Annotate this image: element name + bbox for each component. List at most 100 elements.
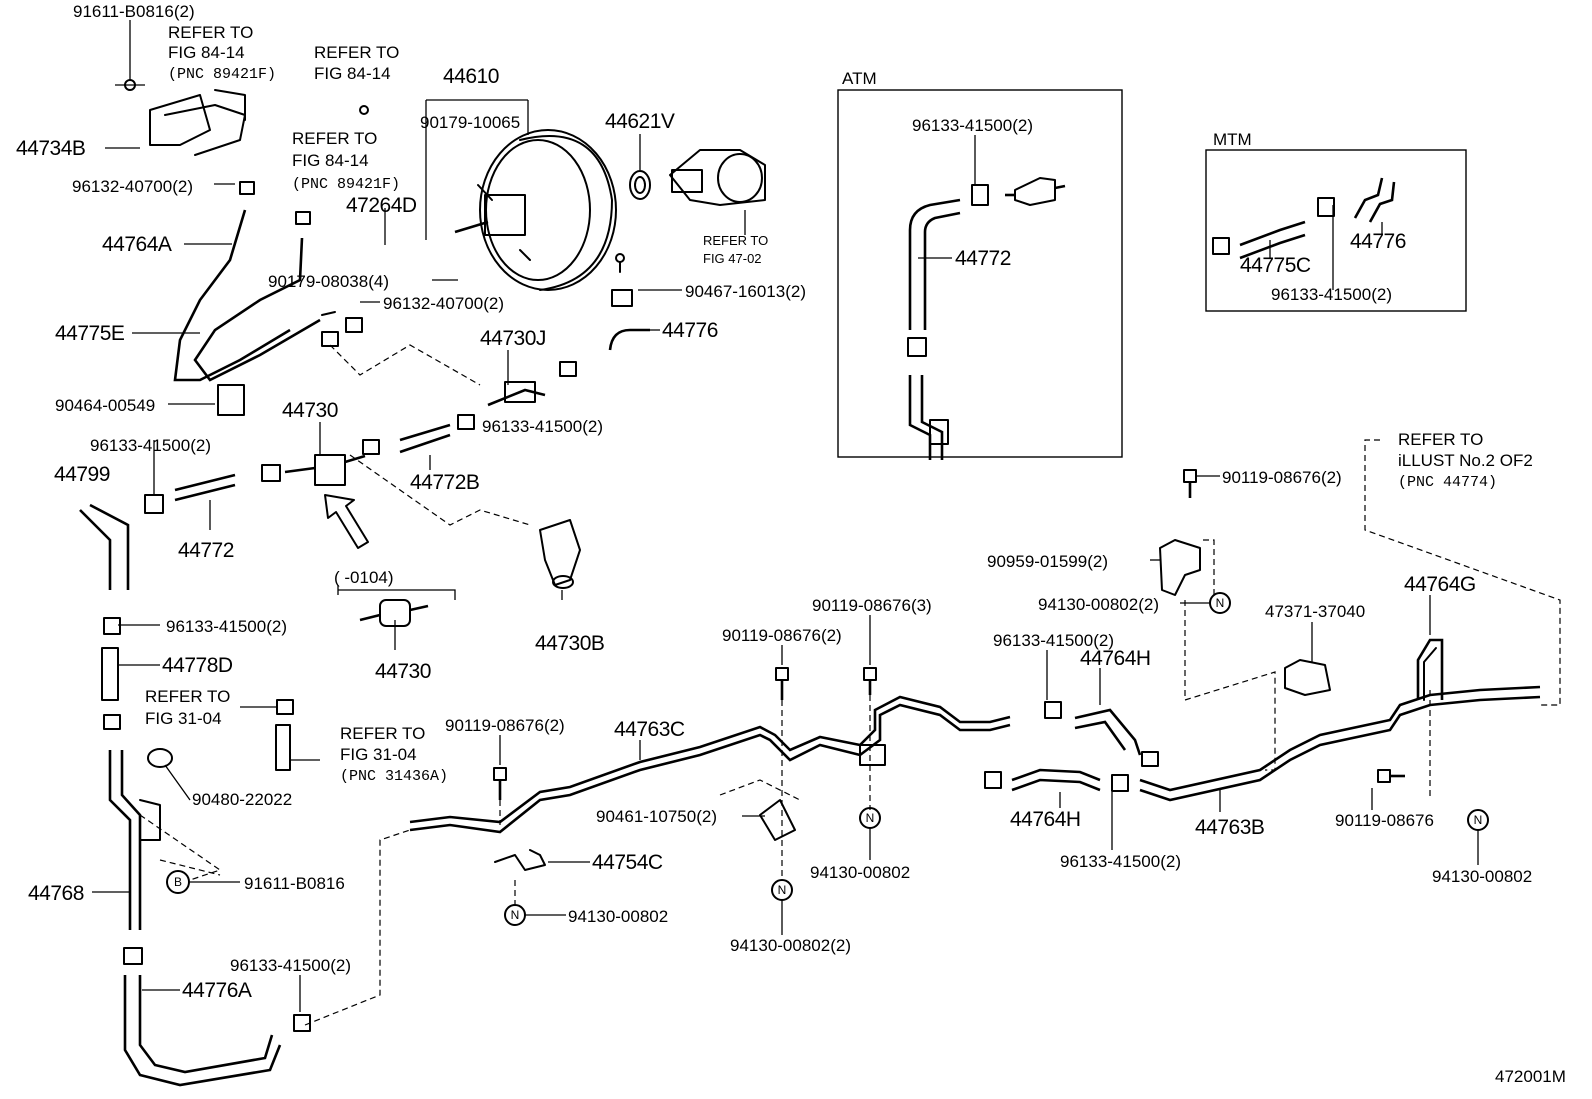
label-94130-00802-2-a: 94130-00802(2): [730, 936, 851, 955]
label-96133-41500-2-mtm: 96133-41500(2): [1271, 285, 1392, 304]
valve-44730: [314, 454, 346, 486]
valve-44730-early: [359, 599, 429, 627]
clamp-90461: [759, 799, 796, 841]
label-refer-84-14-c: REFER TO: [292, 129, 377, 148]
label-refer-31-04-b2: FIG 31-04: [340, 745, 417, 764]
brake-booster: [454, 129, 625, 291]
svg-text:N: N: [1474, 813, 1483, 827]
label-94130-00802-b: 94130-00802: [810, 863, 910, 882]
label-90179-08038-4: 90179-08038(4): [268, 272, 389, 291]
label-44772-a: 44772: [178, 539, 234, 562]
label-44764a: 44764A: [102, 233, 172, 256]
bolt-90119-d: [1183, 469, 1197, 498]
n-symbol-c: N: [859, 807, 881, 829]
label-90119-08676-2-a: 90119-08676(2): [445, 716, 565, 735]
label-90179-10065: 90179-10065: [420, 113, 520, 132]
valve-44730j: [487, 388, 546, 407]
label-94130-00802-a: 94130-00802: [568, 907, 668, 926]
label-refer-84-14-b2: FIG 84-14: [314, 64, 391, 83]
part-47371: [1284, 659, 1331, 696]
label-44776-mtm: 44776: [1350, 230, 1406, 253]
label-90464-00549: 90464-00549: [55, 396, 155, 415]
label-44610: 44610: [443, 65, 499, 88]
figure-id: 472001M: [1495, 1067, 1566, 1086]
hose-44764h-upper: [1074, 708, 1142, 756]
bolt-90119-a: [493, 767, 507, 800]
label-refer-illust: REFER TO: [1398, 430, 1483, 449]
label-90119-08676-2-c: 90119-08676(2): [1222, 468, 1342, 487]
label-94130-00802-c: 94130-00802: [1432, 867, 1532, 886]
label-44764h-a: 44764H: [1080, 647, 1151, 670]
label-44772b: 44772B: [410, 471, 479, 494]
label-refer-84-14-a3: (PNC 89421F): [168, 66, 276, 83]
leader-lines: [92, 20, 1479, 1012]
label-44764h-b: 44764H: [1010, 808, 1081, 831]
label-47264d: 47264D: [346, 194, 417, 217]
atm-parts: [907, 177, 1066, 460]
hose-44764a: [173, 209, 291, 382]
label-refer-31-04-b: REFER TO: [340, 724, 425, 743]
n-symbol-d: N: [1209, 592, 1231, 614]
label-44734b: 44734B: [16, 137, 85, 160]
label-44775c: 44775C: [1240, 254, 1311, 277]
label-refer-31-04-a2: FIG 31-04: [145, 709, 222, 728]
label-96132-40700-2-b: 96132-40700(2): [383, 294, 504, 313]
seal-44621v: [629, 170, 651, 200]
bracket-90959: [1159, 539, 1201, 596]
svg-text:B: B: [174, 875, 182, 889]
master-cylinder: [669, 149, 766, 206]
pipe-44768: [108, 750, 132, 930]
svg-text:N: N: [778, 883, 787, 897]
clip-44730b: [539, 519, 581, 586]
n-symbol-b: N: [771, 879, 793, 901]
label-44763b: 44763B: [1195, 816, 1264, 839]
label-91611-b0816-2: 91611-B0816(2): [73, 2, 195, 21]
label-refer-84-14-b: REFER TO: [314, 43, 399, 62]
label-refer-31-04-b3: (PNC 31436A): [340, 768, 448, 785]
label-96133-41500-2-c: 96133-41500(2): [166, 617, 287, 636]
label-44768: 44768: [28, 882, 84, 905]
label-44775e: 44775E: [55, 322, 125, 345]
clamp-90464: [217, 384, 245, 416]
bolt-90119-c: [863, 667, 877, 695]
label-44764g: 44764G: [1404, 573, 1476, 596]
pipe-44763b: [1139, 695, 1541, 802]
label-44730j: 44730J: [480, 327, 546, 350]
svg-text:N: N: [866, 811, 875, 825]
label-0104: ( -0104): [334, 568, 394, 587]
bolt-90119-b: [775, 667, 789, 700]
atm-label: ATM: [842, 69, 877, 88]
label-refer-84-14-a: REFER TO: [168, 23, 253, 42]
label-refer-84-14-c2: FIG 84-14: [292, 151, 369, 170]
label-90959-01599-2: 90959-01599(2): [987, 552, 1108, 571]
mtm-label: MTM: [1213, 130, 1252, 149]
grommet-90480: [147, 748, 173, 768]
label-44730-a: 44730: [282, 399, 338, 422]
label-refer-illust3: (PNC 44774): [1398, 474, 1497, 491]
flow-arrow: [324, 494, 369, 549]
label-44772-atm: 44772: [955, 247, 1011, 270]
hose-44799: [79, 509, 112, 590]
label-96133-41500-2-f: 96133-41500(2): [1060, 852, 1181, 871]
bracket-44734b: [149, 94, 211, 146]
bolt-90119-e: [1377, 769, 1405, 783]
clamp-44754c: [494, 849, 546, 871]
label-refer-31-04-a: REFER TO: [145, 687, 230, 706]
label-90461-10750-2: 90461-10750(2): [596, 807, 717, 826]
label-96133-41500-2-b: 96133-41500(2): [482, 417, 603, 436]
hose-44772b: [399, 433, 451, 454]
hose-44778d: [101, 647, 119, 701]
hose-44764h-lower: [1011, 768, 1101, 782]
label-refer-84-14-a2: FIG 84-14: [168, 43, 245, 62]
label-90119-08676: 90119-08676: [1335, 811, 1434, 830]
label-96132-40700-2-a: 96132-40700(2): [72, 177, 193, 196]
n-symbol-e: N: [1467, 809, 1489, 831]
label-91611-b0816: 91611-B0816: [244, 874, 345, 893]
label-44621v: 44621V: [605, 110, 675, 133]
hose-44776a: [123, 975, 282, 1087]
label-44730b: 44730B: [535, 632, 604, 655]
label-90119-08676-3: 90119-08676(3): [812, 596, 932, 615]
label-96133-41500-2-e: 96133-41500(2): [993, 631, 1114, 650]
